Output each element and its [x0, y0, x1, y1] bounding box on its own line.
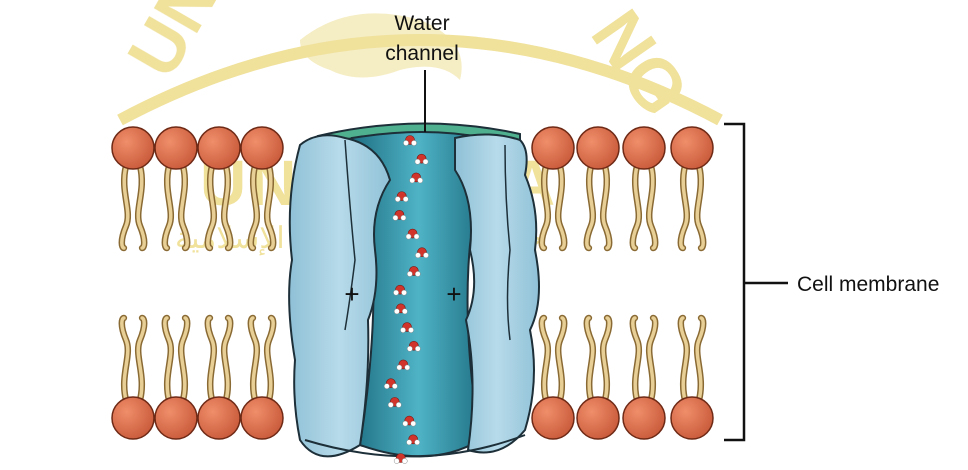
lipid-head [671, 127, 713, 169]
water-channel-label-line2: channel [385, 42, 459, 65]
lipid-head [577, 127, 619, 169]
water-channel-label-line1: Water [394, 12, 449, 35]
lipid-head [241, 397, 283, 439]
lipid-head [155, 397, 197, 439]
lipid-head [577, 397, 619, 439]
upper-phospholipid [577, 127, 619, 248]
lower-phospholipid [532, 318, 574, 439]
cell-membrane-label: Cell membrane [797, 273, 939, 296]
upper-phospholipid [671, 127, 713, 248]
lower-phospholipid [155, 318, 197, 439]
lipid-head [241, 127, 283, 169]
lower-phospholipid [241, 318, 283, 439]
charge-plus-right: + [446, 279, 461, 309]
lipid-head [155, 127, 197, 169]
upper-phospholipid [623, 127, 665, 248]
cell-membrane-bracket [724, 124, 744, 440]
lipid-head [671, 397, 713, 439]
lower-phospholipid [577, 318, 619, 439]
upper-phospholipid [112, 127, 154, 248]
lipid-head [112, 127, 154, 169]
lipid-head [198, 127, 240, 169]
lipid-head [623, 127, 665, 169]
lower-phospholipid [198, 318, 240, 439]
lipid-head [112, 397, 154, 439]
lipid-head [532, 397, 574, 439]
lipid-head [198, 397, 240, 439]
lower-phospholipid [112, 318, 154, 439]
lipid-head [623, 397, 665, 439]
lower-phospholipid [623, 318, 665, 439]
lipid-head [532, 127, 574, 169]
lower-phospholipid [671, 318, 713, 439]
charge-plus-left: + [344, 279, 359, 309]
